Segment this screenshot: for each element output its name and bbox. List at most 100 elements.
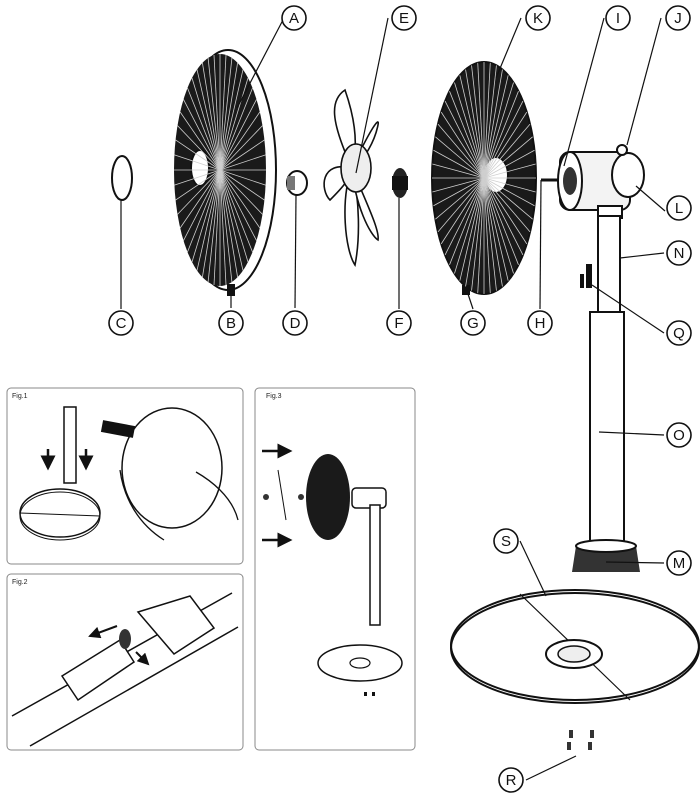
- grille-spoke: [187, 169, 221, 253]
- grille-spoke: [483, 177, 531, 233]
- grille-spoke: [207, 57, 221, 171]
- grille-spoke: [219, 169, 257, 241]
- grille-spoke: [471, 65, 485, 179]
- callout-circle-g: [460, 310, 486, 336]
- callout-circle-d: [282, 310, 308, 336]
- grille-spoke: [454, 177, 485, 274]
- grille-spoke: [196, 169, 221, 271]
- grille-spoke: [435, 177, 485, 220]
- grille-spoke: [219, 111, 261, 171]
- grille-spoke: [219, 169, 227, 286]
- callout-circle-h: [527, 310, 553, 336]
- callout-circle-q: [666, 320, 692, 346]
- grille-spoke: [483, 62, 491, 179]
- callout-letter-n: N: [674, 245, 685, 262]
- grille-spoke: [219, 169, 249, 263]
- grille-spoke: [483, 123, 531, 179]
- callout-letter-a: A: [289, 10, 299, 27]
- grille-spoke: [174, 154, 221, 171]
- grille-spoke: [483, 111, 528, 179]
- callouts: [120, 17, 666, 781]
- grille-spoke: [435, 136, 485, 179]
- grille-spoke: [454, 82, 485, 179]
- grille-spoke: [433, 149, 485, 179]
- grille-spoke: [432, 163, 485, 179]
- callout-letter-m: M: [673, 555, 686, 572]
- grille-spoke: [483, 177, 503, 287]
- grille-spoke: [183, 99, 221, 171]
- grille-spoke: [483, 177, 533, 220]
- grille-spoke: [433, 177, 485, 207]
- callout-circle-j: [665, 5, 691, 31]
- callout-letter-d: D: [290, 315, 301, 332]
- callout-circle-m: [666, 550, 692, 576]
- callout-circle-k: [525, 5, 551, 31]
- grille-spoke: [483, 177, 514, 274]
- grille-spoke: [191, 169, 221, 263]
- grille-spoke: [483, 69, 503, 179]
- grille-spoke: [483, 136, 533, 179]
- grille-spoke: [174, 169, 221, 186]
- grille-spoke: [483, 177, 491, 294]
- grille-spoke: [219, 87, 253, 171]
- grille-spoke: [444, 177, 485, 256]
- grille-spoke: [196, 69, 221, 171]
- grille-spoke: [219, 169, 263, 215]
- grille-spoke: [219, 169, 238, 278]
- grille-spoke: [213, 54, 221, 171]
- grille-spoke: [432, 177, 485, 193]
- grille-spoke: [483, 65, 497, 179]
- callout-letter-c: C: [116, 315, 127, 332]
- grille-spoke: [483, 177, 509, 281]
- grille-spoke: [465, 177, 485, 287]
- grille-spoke: [483, 91, 519, 179]
- callout-circle-s: [493, 528, 519, 554]
- callout-letter-q: Q: [673, 325, 685, 342]
- grille-spoke: [437, 177, 485, 233]
- callout-letter-h: H: [535, 315, 546, 332]
- part-c-clip-ring: [111, 155, 133, 201]
- grille-spoke: [219, 54, 227, 171]
- callout-letter-b: B: [226, 315, 236, 332]
- grille-spoke: [191, 77, 221, 171]
- grille-spoke: [449, 177, 485, 265]
- grille-spoke: [483, 149, 535, 179]
- callout-circle-n: [666, 240, 692, 266]
- part-r-screws: [567, 730, 594, 750]
- grille-spoke: [483, 75, 509, 179]
- grille-spoke: [177, 125, 221, 171]
- grille-spoke: [440, 177, 485, 245]
- figure-1-caption: Fig.1: [12, 393, 28, 400]
- callout-letter-o: O: [673, 427, 685, 444]
- grille-spoke: [483, 177, 524, 256]
- part-f-grille-nut: [392, 168, 408, 198]
- callout-circle-l: [666, 195, 692, 221]
- grille-spoke: [219, 169, 233, 283]
- grille-spoke: [179, 111, 221, 171]
- figure-3-panel: Fig.3: [254, 387, 416, 751]
- grille-spoke: [483, 177, 497, 291]
- grille-spoke: [183, 169, 221, 241]
- grille-spoke: [219, 154, 266, 171]
- callout-circle-o: [666, 422, 692, 448]
- grille-spoke: [483, 177, 528, 245]
- grille-spoke: [219, 139, 265, 171]
- part-stand-pole: [572, 215, 640, 572]
- grille-spoke: [459, 177, 485, 281]
- grille-spoke: [207, 169, 221, 283]
- grille-spoke: [177, 169, 221, 215]
- callout-letter-g: G: [467, 315, 479, 332]
- callout-letter-k: K: [533, 10, 543, 27]
- grille-spoke: [219, 169, 244, 271]
- figure-1-panel: Fig.1: [6, 387, 244, 565]
- grille-spoke: [219, 99, 257, 171]
- grille-spoke: [175, 169, 221, 201]
- callout-letter-f: F: [394, 315, 403, 332]
- grille-spoke: [483, 100, 524, 179]
- callout-circle-r: [498, 767, 524, 793]
- grille-spoke: [437, 123, 485, 179]
- callout-letter-i: I: [616, 10, 620, 27]
- grille-spoke: [483, 177, 535, 207]
